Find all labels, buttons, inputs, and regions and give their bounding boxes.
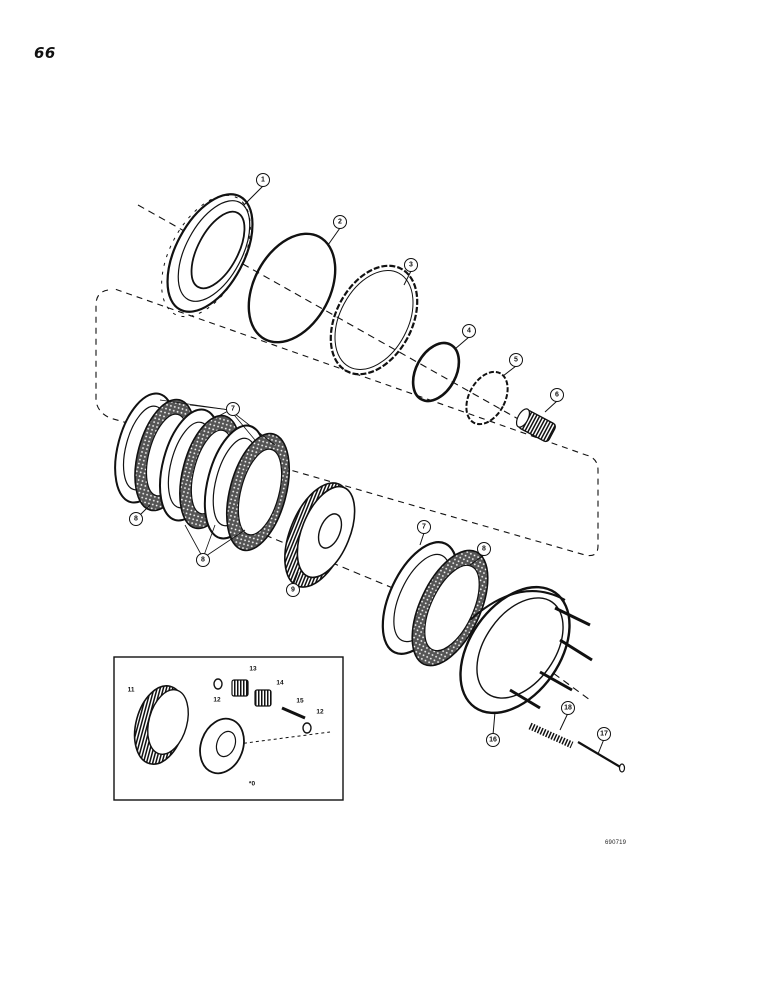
svg-text:4: 4 [467,328,471,335]
inset-box [113,656,344,801]
o-ring [247,232,337,344]
svg-text:1: 1 [261,177,265,184]
callout-5: 5 [502,353,523,377]
inset-label-13: 13 [249,666,257,673]
callout-1: 1 [243,173,270,206]
clutch-pack [114,392,290,552]
callout-18: 18 [559,701,575,731]
callout-3: 3 [403,258,418,286]
pin [577,741,626,773]
svg-text:7: 7 [422,524,426,531]
splined-hub [515,408,556,443]
callout-8-left-a: 8 [129,504,151,526]
inset-label-12a: 12 [213,697,221,704]
callout-4: 4 [454,324,476,350]
svg-text:7: 7 [231,406,235,413]
svg-text:18: 18 [564,705,572,712]
svg-text:17: 17 [600,731,608,738]
svg-text:8: 8 [134,516,138,523]
snap-ring [411,341,461,403]
inset-label-12b: 12 [316,709,324,716]
inset-label-10: *0 [249,781,256,788]
wave-washer [465,370,509,426]
inset-labels: 11 12 13 14 15 12 *0 [128,666,324,788]
callout-17: 17 [597,727,611,755]
piston-plate [161,193,254,318]
callout-8-left-b: 8 [184,524,246,567]
return-spring [528,722,574,749]
inset-label-14: 14 [276,680,284,687]
drawing-code: 690719 [605,840,627,846]
svg-text:2: 2 [338,219,342,226]
clutch-plates-right [381,541,489,667]
callout-16: 16 [486,711,500,747]
svg-text:8: 8 [482,546,486,553]
ring-gear [284,482,356,588]
svg-text:6: 6 [555,392,559,399]
clutch-drum [459,585,593,715]
wave-spring [329,264,419,376]
wave-spring-inner [334,270,414,370]
group-outline [95,287,599,557]
callout-8-right: 8 [469,542,491,566]
svg-text:3: 3 [409,262,413,269]
svg-text:5: 5 [514,357,518,364]
svg-text:8: 8 [201,557,205,564]
svg-text:9: 9 [291,587,295,594]
inset-label-11: 11 [128,687,135,694]
callout-7-right: 7 [417,520,431,546]
page-number: 66 [34,44,56,62]
callout-9: 9 [286,571,300,597]
callout-6: 6 [544,388,564,413]
callout-2: 2 [327,215,347,246]
svg-text:16: 16 [489,737,497,744]
callout-7-left: 7 [159,399,276,446]
inset-label-15: 15 [296,698,304,705]
